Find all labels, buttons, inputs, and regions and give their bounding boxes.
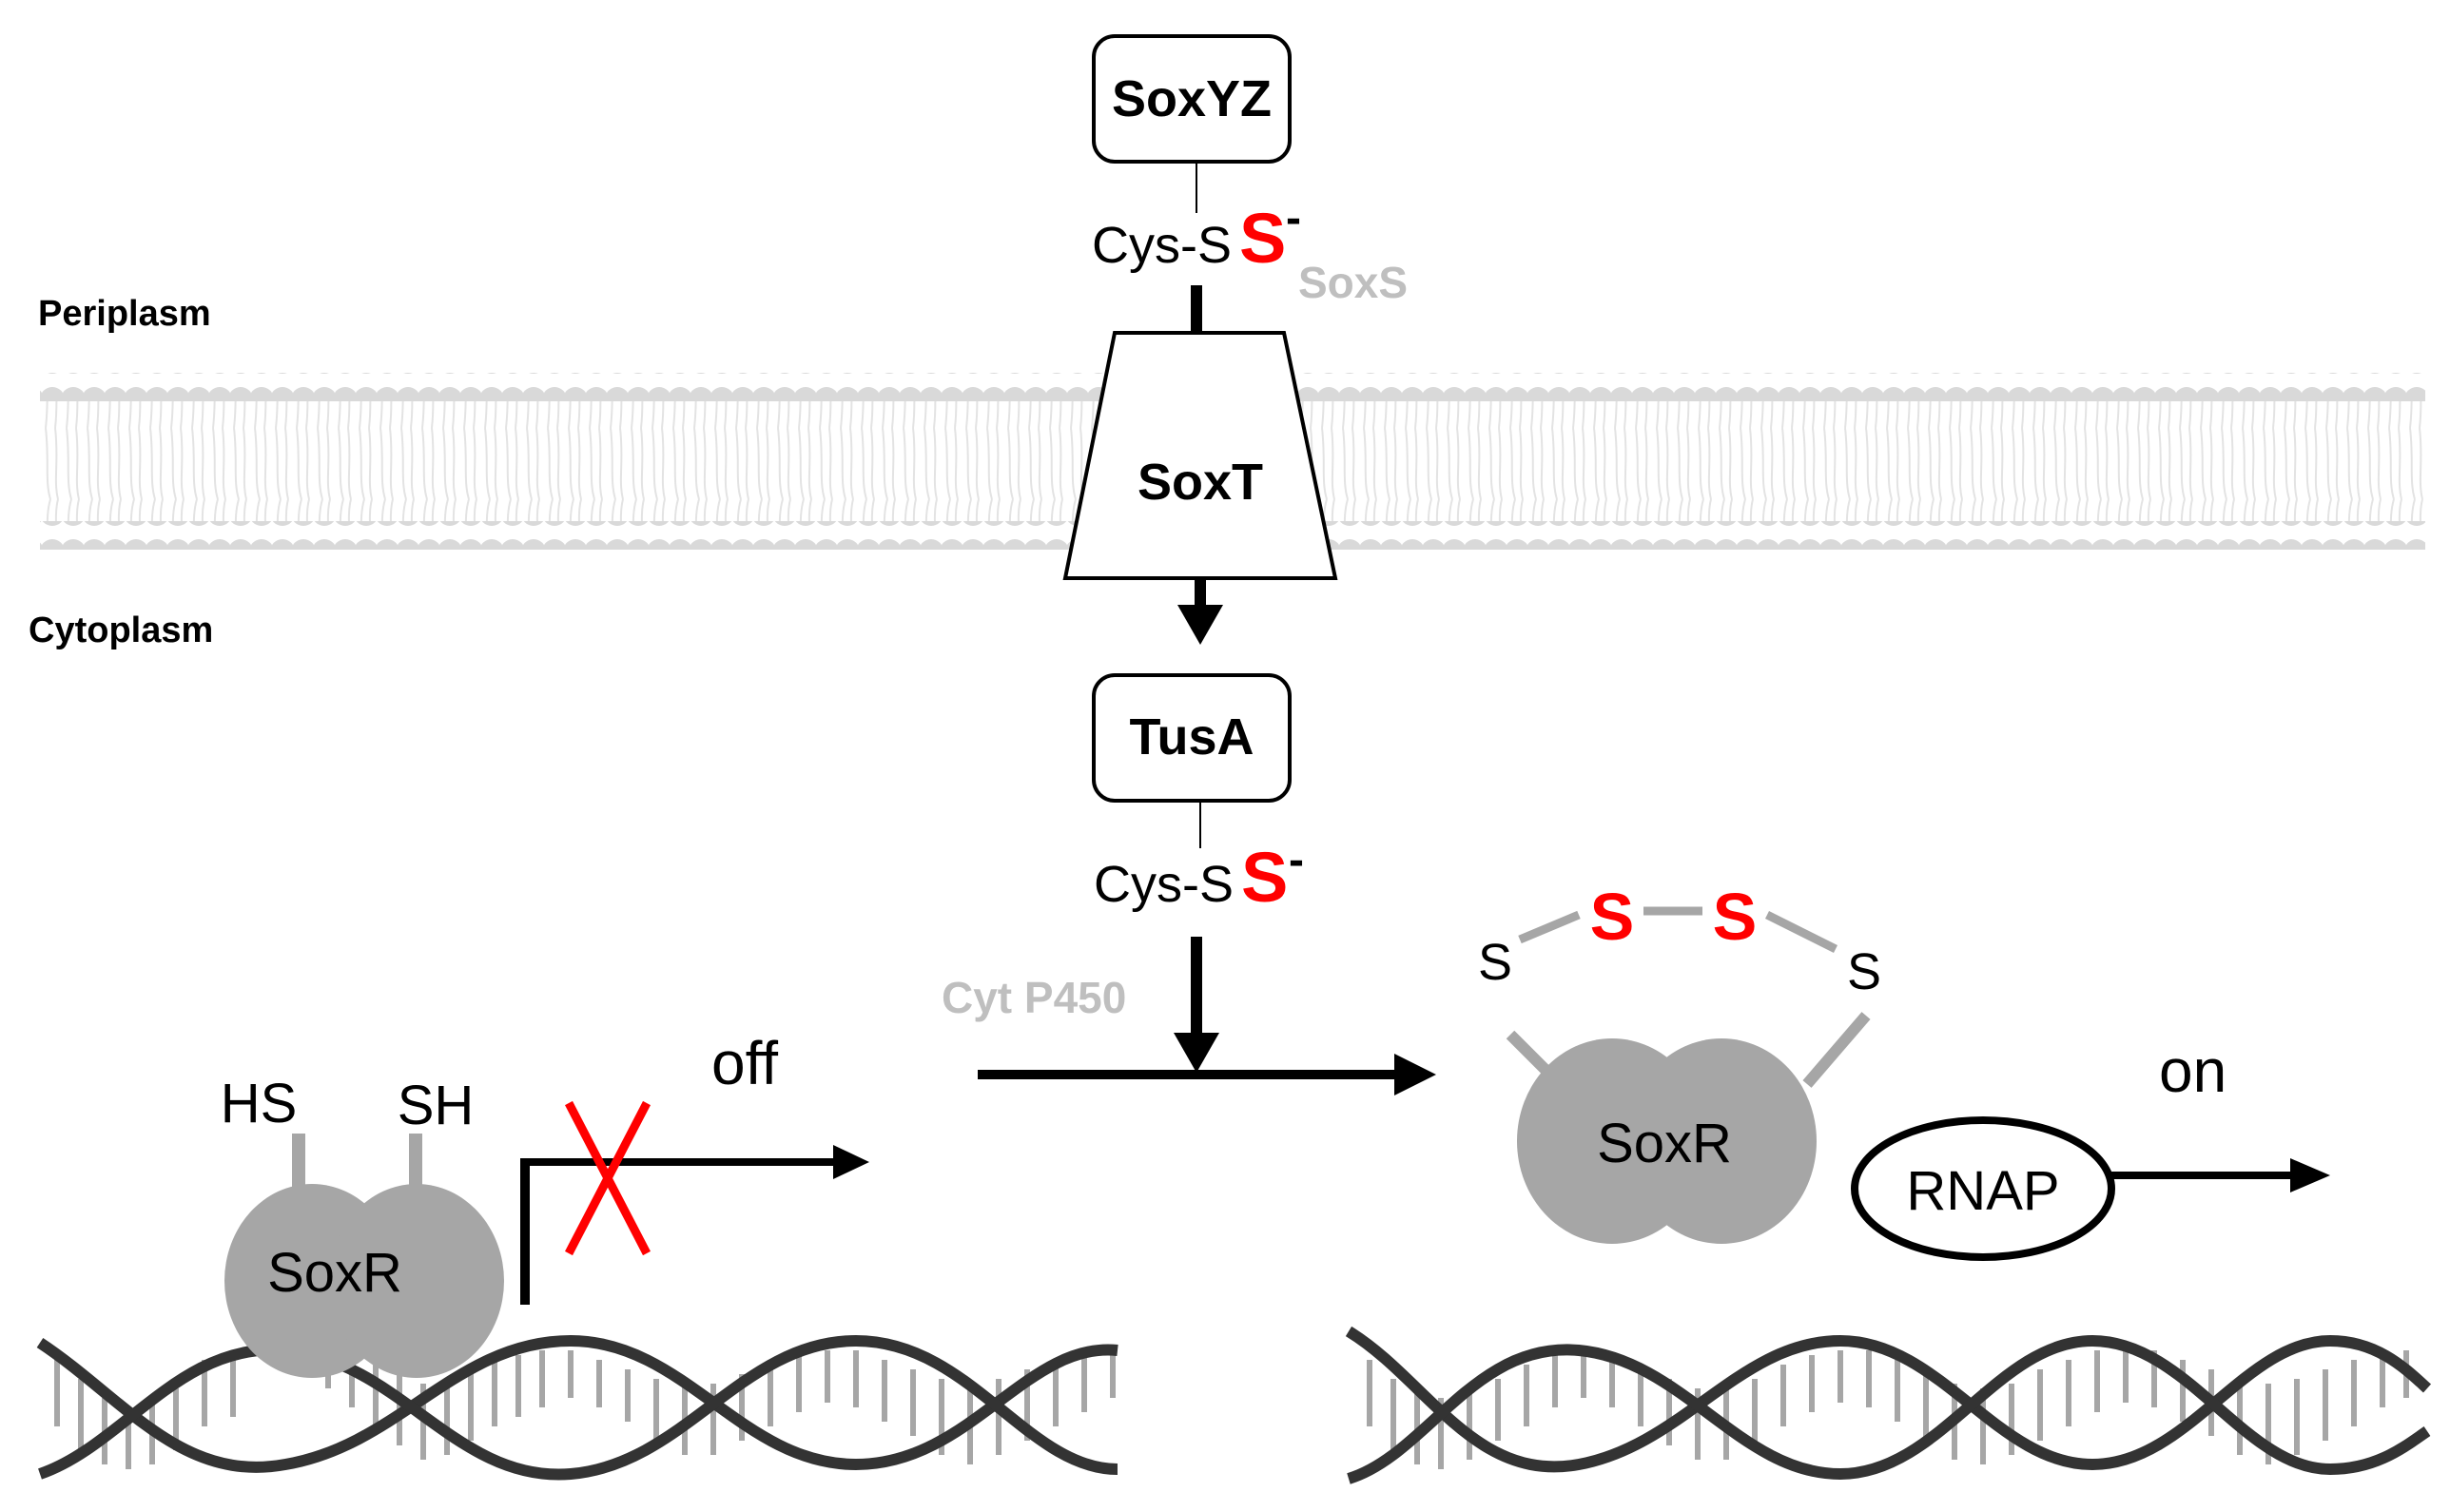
soxr-reduced-dimer: [224, 1134, 504, 1378]
sulfane-s-left: S: [1590, 880, 1635, 954]
on-arrow: [2111, 1158, 2330, 1192]
soxt-transporter: [1062, 331, 1338, 580]
soxyz-box: [1092, 34, 1292, 164]
soxt-label: SoxT: [1138, 454, 1263, 511]
polysulfide-bridge: [1518, 906, 1838, 954]
soxr-oxidized-dimer: [1506, 1012, 1871, 1244]
red-x-mark: [565, 1100, 651, 1256]
sulfane-s-bottom: S: [1241, 838, 1288, 917]
dna-helix-left: [36, 1331, 1118, 1481]
soxyz-label: SoxYZ: [1112, 70, 1272, 127]
cys-s-bottom-label: Cys-S: [1094, 856, 1234, 913]
minus-top: -: [1286, 193, 1301, 243]
off-label: off: [711, 1029, 778, 1097]
hs-label: HS: [221, 1073, 298, 1134]
on-label: on: [2159, 1037, 2226, 1105]
sulfane-s-right: S: [1713, 880, 1758, 954]
rnap-label: RNAP: [1906, 1160, 2059, 1222]
soxr-left-label: SoxR: [267, 1242, 402, 1304]
soxs-label: SoxS: [1298, 258, 1408, 307]
cys-s-top-label: Cys-S: [1092, 217, 1232, 274]
terminal-s-left: S: [1478, 934, 1512, 991]
arrow-tusa-down-head: [1174, 1033, 1219, 1073]
promoter-arrow-off: [520, 1145, 869, 1305]
sulfane-s-top: S: [1239, 199, 1286, 278]
soxr-right-label: SoxR: [1597, 1113, 1732, 1174]
tusa-label: TusA: [1130, 708, 1254, 766]
cytoplasm-label: Cytoplasm: [29, 611, 213, 650]
periplasm-label: Periplasm: [38, 294, 211, 334]
sh-label: SH: [398, 1075, 475, 1136]
cyt-p450-label: Cyt P450: [942, 973, 1126, 1022]
terminal-s-right: S: [1847, 943, 1881, 1000]
minus-bottom: -: [1289, 835, 1304, 885]
arrow-soxt-to-tusa-head: [1177, 605, 1223, 645]
rnap-ellipse: [1851, 1116, 2115, 1261]
tusa-box: [1092, 673, 1292, 803]
transition-arrow-head: [1394, 1054, 1436, 1095]
dna-helix-right: [1345, 1326, 2432, 1484]
